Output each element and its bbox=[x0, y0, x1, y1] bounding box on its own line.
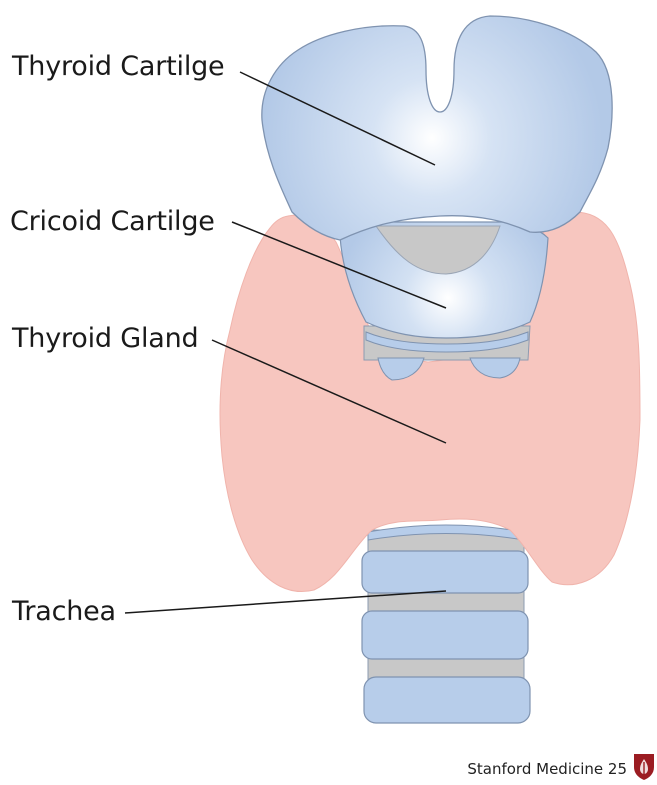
trachea-ring bbox=[361, 610, 529, 660]
label-cricoid-cartilage: Cricoid Cartilge bbox=[10, 206, 215, 237]
leader-line-thyroid-gland bbox=[211, 339, 447, 444]
cricoid-gray-notch bbox=[375, 225, 501, 275]
trachea-ring bbox=[363, 676, 531, 724]
label-trachea: Trachea bbox=[12, 596, 116, 627]
cricoid-cartilage bbox=[339, 221, 549, 381]
leader-line-trachea bbox=[124, 590, 447, 614]
leader-line-thyroid-cartilage bbox=[239, 71, 436, 166]
trachea bbox=[361, 524, 531, 724]
label-thyroid-gland: Thyroid Gland bbox=[12, 323, 199, 354]
credit-text: Stanford Medicine 25 bbox=[467, 760, 627, 778]
label-thyroid-cartilage: Thyroid Cartilge bbox=[12, 51, 225, 82]
thyroid-cartilage bbox=[261, 15, 613, 241]
cricoid-bottom-lobes bbox=[377, 357, 521, 381]
trachea-ring bbox=[361, 550, 529, 594]
cricoid-band bbox=[365, 331, 529, 353]
stanford-shield-icon bbox=[634, 754, 654, 780]
leader-line-cricoid-cartilage bbox=[231, 221, 447, 309]
